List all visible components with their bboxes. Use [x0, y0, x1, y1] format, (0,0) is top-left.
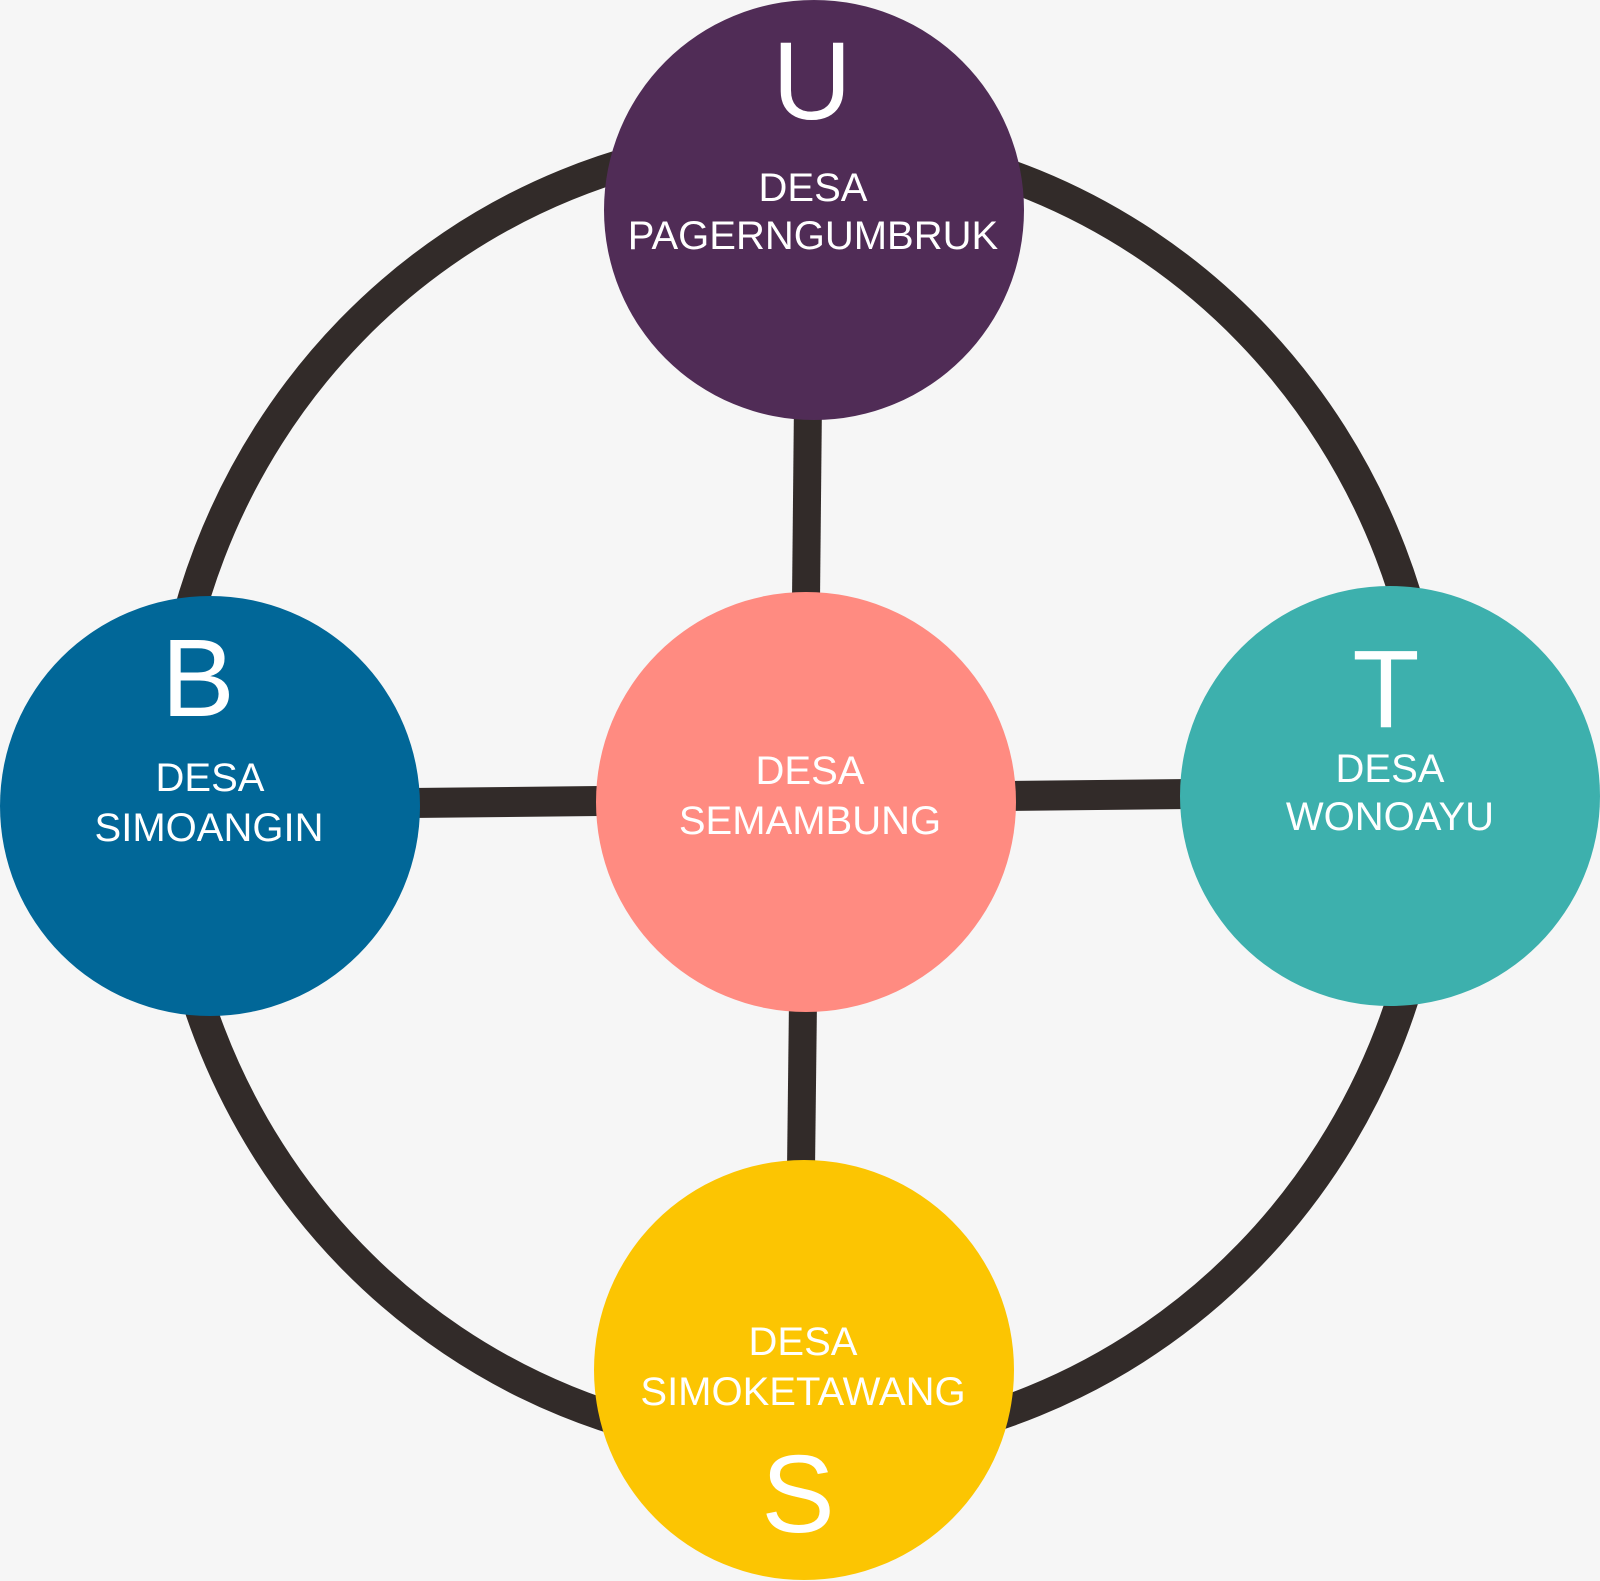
node-west-label-line1: DESA [156, 756, 265, 800]
node-north-direction: U [772, 20, 851, 143]
node-center-circle [596, 592, 1016, 1012]
node-east-label-line1: DESA [1336, 747, 1445, 791]
west-spoke-connector [409, 786, 601, 818]
node-west-circle [0, 596, 420, 1016]
node-east-label-line2: WONOAYU [1286, 795, 1494, 839]
node-south-label-line2: SIMOKETAWANG [640, 1370, 965, 1414]
node-center-label-line1: DESA [756, 749, 865, 793]
node-north-circle [604, 0, 1024, 420]
south-spoke-connector [787, 999, 817, 1171]
node-south: DESA SIMOKETAWANG S [594, 1160, 1014, 1580]
node-west-label-line2: SIMOANGIN [95, 806, 324, 850]
node-south-circle [594, 1160, 1014, 1580]
node-west-direction: B [161, 617, 234, 740]
node-north: U DESA PAGERNGUMBRUK [604, 0, 1024, 420]
node-north-label-line2: PAGERNGUMBRUK [628, 214, 999, 258]
node-south-direction: S [761, 1433, 834, 1556]
node-south-label-line1: DESA [749, 1320, 858, 1364]
node-west: B DESA SIMOANGIN [0, 596, 420, 1016]
node-center-label-line2: SEMAMBUNG [679, 799, 941, 843]
node-center: DESA SEMAMBUNG [596, 592, 1016, 1012]
node-east-direction: T [1352, 628, 1419, 751]
node-north-label-line1: DESA [759, 166, 868, 210]
node-east: T DESA WONOAYU [1180, 586, 1600, 1006]
east-spoke-connector [1009, 779, 1191, 811]
north-spoke-connector [792, 399, 822, 601]
node-east-circle [1180, 586, 1600, 1006]
